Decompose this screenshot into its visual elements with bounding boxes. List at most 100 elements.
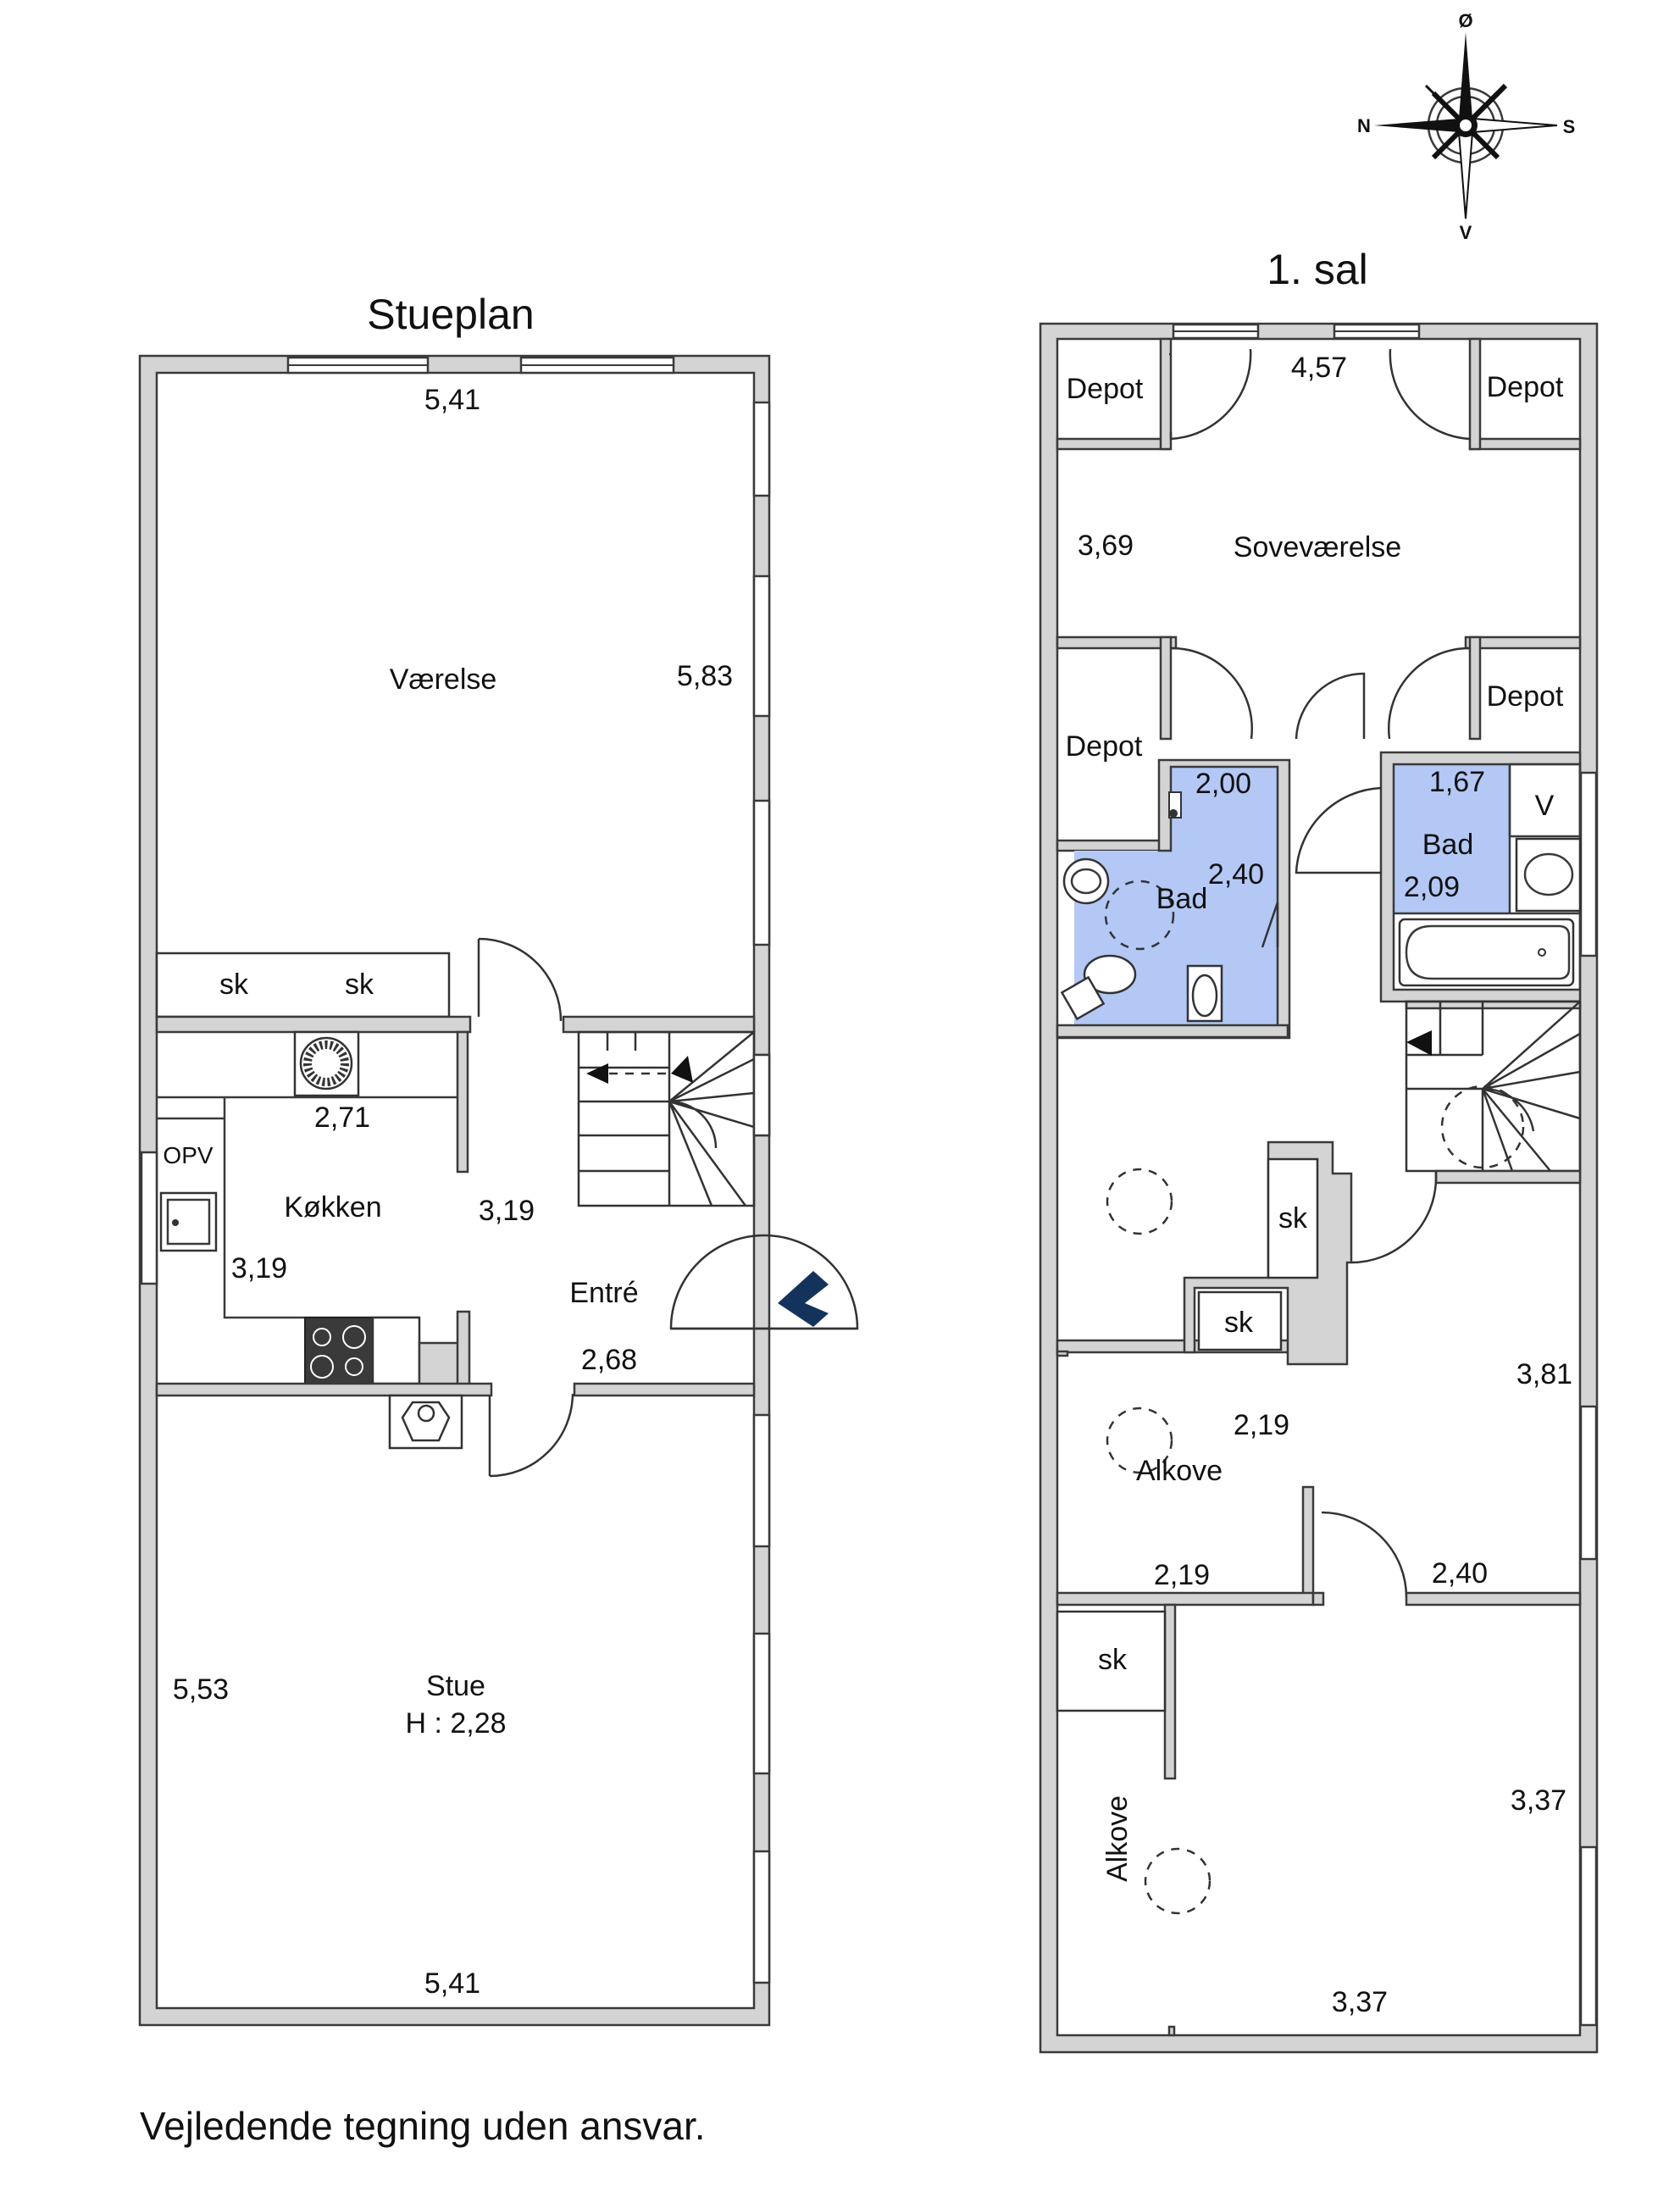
room-label-kokken: Køkken	[284, 1191, 381, 1224]
window	[752, 401, 771, 497]
staircase	[577, 1030, 756, 1207]
interior-wall	[562, 1015, 756, 1034]
dimension: 2,40	[1432, 1557, 1488, 1590]
ground-floor-title: Stueplan	[367, 291, 534, 338]
interior-wall	[1056, 635, 1178, 650]
room-label-depot: Depot	[1067, 373, 1144, 405]
room-label-depot: Depot	[1487, 371, 1564, 403]
wardrobe	[155, 952, 451, 1018]
window	[752, 1053, 771, 1137]
interior-wall	[1405, 1591, 1582, 1606]
interior-wall	[1056, 1591, 1315, 1606]
door-swing	[1169, 348, 1252, 441]
dimension: 1,67	[1429, 766, 1485, 798]
bathroom-floor	[1394, 764, 1510, 913]
dimension: 2,19	[1234, 1409, 1289, 1441]
room-label-sovevaerelse: Soveværelse	[1234, 531, 1401, 563]
interior-wall	[1159, 337, 1173, 451]
wood-stove-icon	[388, 1394, 463, 1450]
interior-wall	[1311, 1591, 1325, 1606]
interior-wall	[456, 1310, 471, 1388]
door-swing	[1388, 646, 1471, 740]
stove-icon	[310, 1325, 366, 1379]
interior-wall	[1468, 437, 1582, 451]
interior-wall	[1167, 2025, 1176, 2037]
dimension: 3,37	[1332, 1986, 1388, 2018]
wardrobe-label: sk	[219, 968, 249, 1001]
sink	[1515, 837, 1582, 913]
wardrobe-label: sk	[1098, 1644, 1128, 1676]
interior-wall	[456, 1030, 469, 1174]
compass-s: S	[1563, 116, 1576, 137]
window	[1579, 1405, 1598, 1561]
interior-wall	[1163, 1603, 1177, 1780]
window	[752, 1850, 771, 1984]
room-label-stue: Stue	[426, 1670, 485, 1702]
dimension: 2,71	[314, 1102, 370, 1134]
door-swing	[1295, 786, 1382, 874]
interior-wall	[1301, 1485, 1315, 1603]
entry-door	[669, 1234, 859, 1330]
window	[752, 799, 771, 946]
fan-icon	[299, 1036, 353, 1090]
interior-wall	[155, 1382, 493, 1397]
entry-arrow-icon	[778, 1271, 829, 1327]
window	[1579, 771, 1598, 957]
dimension: 5,53	[173, 1673, 229, 1706]
room-label-alkove: Alkove	[1136, 1455, 1223, 1487]
window	[140, 1151, 158, 1285]
window	[752, 574, 771, 718]
window	[752, 1413, 771, 1548]
dimension: 5,83	[677, 660, 733, 692]
wardrobe	[1267, 1157, 1319, 1279]
toilet-icon	[1060, 954, 1137, 1021]
kitchen-sink	[159, 1191, 218, 1252]
door-swing	[1261, 902, 1279, 948]
room-label-v: V	[1535, 790, 1555, 822]
opv-label: OPV	[163, 1142, 213, 1168]
compass-n: N	[1357, 115, 1371, 136]
dimension: 3,37	[1511, 1784, 1566, 1817]
staircase	[1405, 1000, 1582, 1173]
interior-wall	[155, 1015, 472, 1034]
ground-floor-plan: OPV	[138, 354, 859, 2027]
dimension: 2,19	[1154, 1559, 1210, 1591]
compass-star-icon	[1374, 32, 1558, 219]
interior-wall	[1056, 1024, 1289, 1039]
room-label-depot: Depot	[1487, 680, 1564, 713]
door-swing	[1295, 672, 1366, 740]
dimension: 2,40	[1208, 858, 1264, 891]
dimension: 5,41	[424, 384, 480, 416]
compass-v: V	[1460, 222, 1472, 243]
disclaimer: Vejledende tegning uden ansvar.	[140, 2104, 706, 2148]
interior-wall	[1056, 437, 1171, 451]
room-label-vaerelse: Værelse	[390, 663, 497, 696]
first-floor-title: 1. sal	[1267, 246, 1368, 293]
wardrobe-label: sk	[345, 968, 374, 1001]
door-swing	[477, 937, 563, 1022]
compass-o: Ø	[1458, 10, 1472, 31]
room-label-entre: Entré	[569, 1277, 638, 1309]
dimension: 2,68	[581, 1344, 637, 1376]
dimension: 4,57	[1291, 352, 1347, 384]
interior-wall	[1056, 1350, 1069, 1357]
interior-wall	[1434, 1169, 1582, 1185]
wardrobe-label: sk	[1278, 1202, 1308, 1235]
counter-end	[371, 1316, 421, 1385]
bidet-icon	[1186, 964, 1223, 1023]
radiator-icon	[1168, 791, 1182, 818]
dimension: 3,81	[1516, 1358, 1572, 1390]
wardrobe	[1197, 1290, 1283, 1351]
dimension: 2,09	[1404, 871, 1460, 903]
window	[752, 1632, 771, 1775]
dimension: 3,19	[231, 1252, 287, 1285]
compass-rose: Ø N S V	[1357, 10, 1575, 243]
ceiling-height: H : 2,28	[405, 1707, 506, 1740]
wardrobe-label: sk	[1224, 1307, 1254, 1339]
interior-wall	[1159, 635, 1173, 741]
dimension: 3,19	[479, 1195, 535, 1227]
interior-wall	[1468, 337, 1482, 451]
interior-wall	[1468, 635, 1482, 741]
first-floor-plan: Depot 4,57 Depot 3,69 Soveværelse Depot …	[1039, 322, 1599, 2054]
